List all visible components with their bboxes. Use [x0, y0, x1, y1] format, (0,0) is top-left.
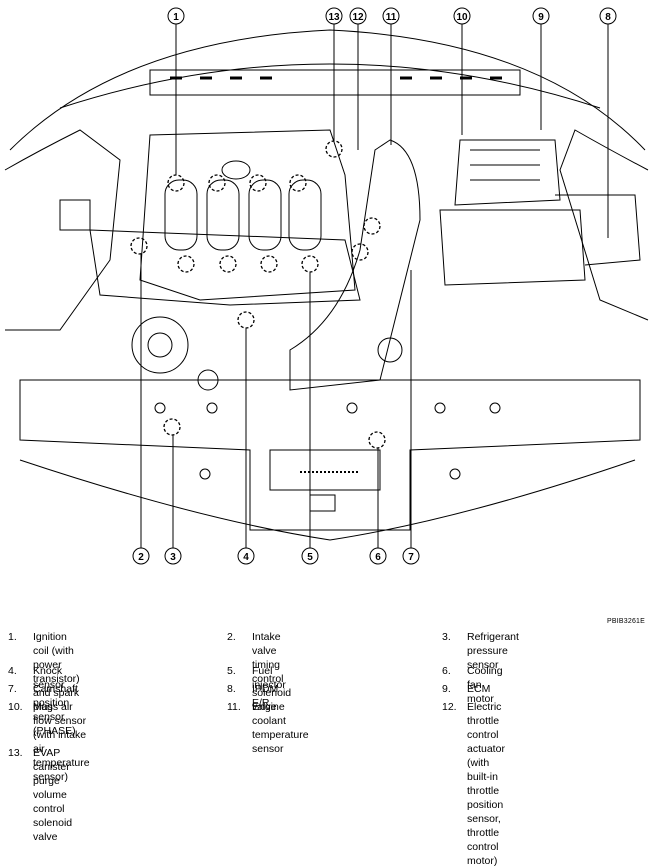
leader-lines [140, 24, 609, 548]
callout-labels: 1 13 12 11 10 9 8 2 3 4 5 6 7 [132, 7, 617, 565]
svg-text:13: 13 [328, 12, 340, 23]
alternator [131, 316, 189, 374]
svg-text:5: 5 [307, 552, 313, 563]
callout-3: 3 [164, 547, 182, 565]
svg-text:7: 7 [408, 552, 414, 563]
air-intake-duct [289, 139, 421, 391]
callout-2: 2 [132, 547, 150, 565]
ipdm-box [439, 209, 586, 286]
svg-text:1: 1 [173, 12, 179, 23]
svg-text:6: 6 [375, 552, 381, 563]
svg-text:10: 10 [456, 12, 468, 23]
callout-4: 4 [237, 547, 255, 565]
svg-text:8: 8 [605, 12, 611, 23]
engine-cover [139, 129, 356, 301]
radiator-support [19, 379, 641, 531]
svg-text:12: 12 [352, 12, 364, 23]
callout-7: 7 [402, 547, 420, 565]
battery [454, 139, 561, 206]
cowl-outline [9, 29, 646, 151]
callout-6: 6 [369, 547, 387, 565]
engine-compartment-diagram: 1 13 12 11 10 9 8 2 3 4 5 6 7 [4, 7, 649, 565]
callout-12: 12 [349, 7, 367, 25]
callout-9: 9 [532, 7, 550, 25]
svg-text:3: 3 [170, 552, 176, 563]
callout-13: 13 [325, 7, 343, 25]
callout-8: 8 [599, 7, 617, 25]
figure-code: PBIB3261E [607, 618, 645, 625]
fan-motor [269, 449, 381, 491]
callout-11: 11 [382, 7, 400, 25]
callout-10: 10 [453, 7, 471, 25]
svg-text:9: 9 [538, 12, 544, 23]
svg-text:11: 11 [386, 12, 397, 23]
location-markers [130, 140, 386, 449]
svg-text:2: 2 [138, 552, 144, 563]
callout-5: 5 [301, 547, 319, 565]
callout-1: 1 [167, 7, 185, 25]
svg-text:4: 4 [243, 552, 249, 563]
